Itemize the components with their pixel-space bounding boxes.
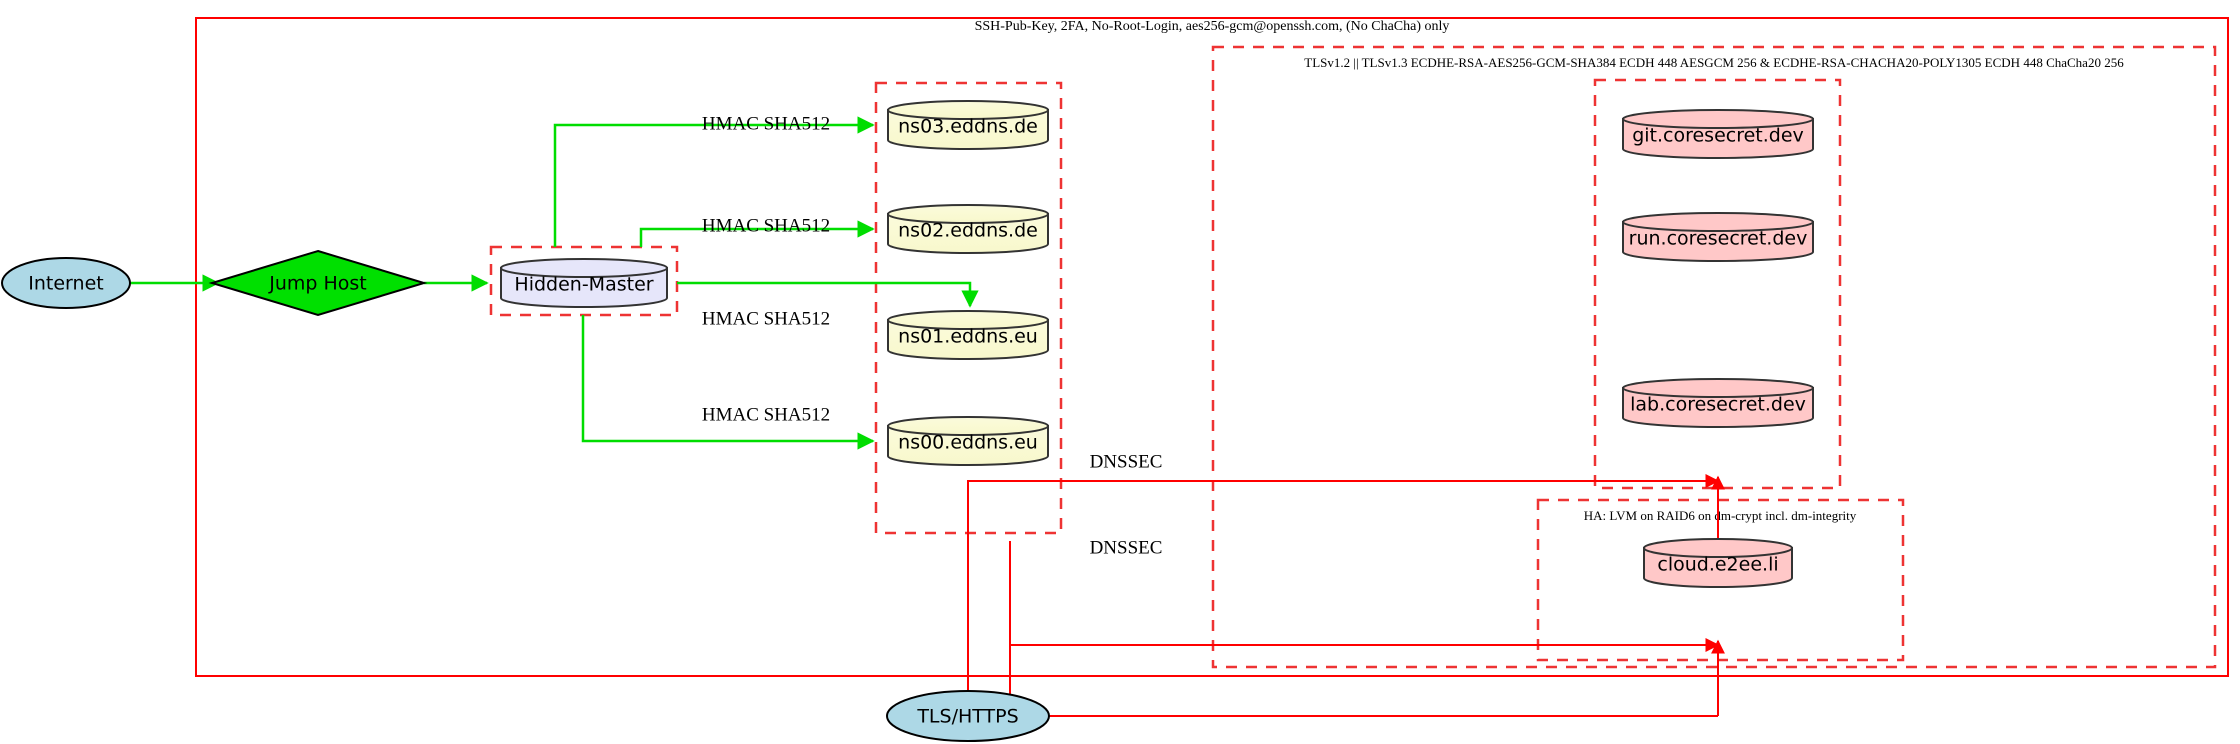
node-ns03[interactable]: ns03.eddns.de [887, 100, 1049, 150]
edge-hiddenmaster-to-ns01 [677, 281, 979, 308]
node-hidden-master-label: Hidden-Master [514, 274, 653, 296]
edge-label-dnssec-upper: DNSSEC [1090, 451, 1163, 472]
edge-label-hmac-ns00: HMAC SHA512 [702, 404, 830, 425]
node-ns01[interactable]: ns01.eddns.eu [887, 310, 1049, 360]
edge-label-dnssec-lower: DNSSEC [1090, 537, 1163, 558]
node-git-coresecret[interactable]: git.coresecret.dev [1622, 109, 1814, 159]
edge-label-hmac-ns02: HMAC SHA512 [702, 215, 830, 236]
tls-cluster-label: TLSv1.2 || TLSv1.3 ECDHE-RSA-AES256-GCM-… [1304, 55, 2124, 70]
ha-cluster-label: HA: LVM on RAID6 on dm-crypt incl. dm-in… [1584, 508, 1857, 523]
node-tls-https[interactable]: TLS/HTTPS [886, 690, 1050, 742]
node-hidden-master[interactable]: Hidden-Master [500, 258, 668, 308]
node-run-coresecret[interactable]: run.coresecret.dev [1622, 212, 1814, 262]
node-ns01-label: ns01.eddns.eu [898, 326, 1038, 348]
node-ns03-label: ns03.eddns.de [898, 116, 1038, 138]
node-ns00-label: ns00.eddns.eu [898, 432, 1038, 454]
edge-label-hmac-ns01: HMAC SHA512 [702, 308, 830, 329]
node-lab-coresecret[interactable]: lab.coresecret.dev [1622, 378, 1814, 428]
edge-hiddenmaster-to-ns02 [639, 220, 875, 247]
node-ns02[interactable]: ns02.eddns.de [887, 204, 1049, 254]
node-cloud-e2ee[interactable]: cloud.e2ee.li [1643, 538, 1793, 588]
edge-label-hmac-ns03: HMAC SHA512 [702, 113, 830, 134]
coresecret-cluster-box [1593, 78, 1842, 490]
node-ns02-label: ns02.eddns.de [898, 220, 1038, 242]
ha-cluster-box [1536, 498, 1905, 662]
ssh-boundary-box [195, 17, 2229, 677]
node-git-coresecret-label: git.coresecret.dev [1632, 125, 1804, 147]
ssh-boundary-label: SSH-Pub-Key, 2FA, No-Root-Login, aes256-… [975, 19, 1450, 34]
node-lab-coresecret-label: lab.coresecret.dev [1630, 394, 1806, 416]
edge-dnssec-upper [967, 474, 1720, 488]
edge-hiddenmaster-to-ns03 [553, 116, 875, 247]
node-tls-https-label: TLS/HTTPS [916, 706, 1018, 728]
node-jump-host[interactable]: Jump Host [208, 249, 428, 317]
tls-cluster-box [1211, 45, 2217, 669]
node-internet[interactable]: Internet [1, 257, 131, 309]
edge-hiddenmaster-to-ns00 [581, 315, 875, 450]
node-run-coresecret-label: run.coresecret.dev [1629, 228, 1808, 250]
node-ns00[interactable]: ns00.eddns.eu [887, 416, 1049, 466]
node-jump-host-label: Jump Host [268, 273, 367, 295]
node-cloud-e2ee-label: cloud.e2ee.li [1657, 554, 1778, 576]
node-internet-label: Internet [28, 273, 103, 295]
